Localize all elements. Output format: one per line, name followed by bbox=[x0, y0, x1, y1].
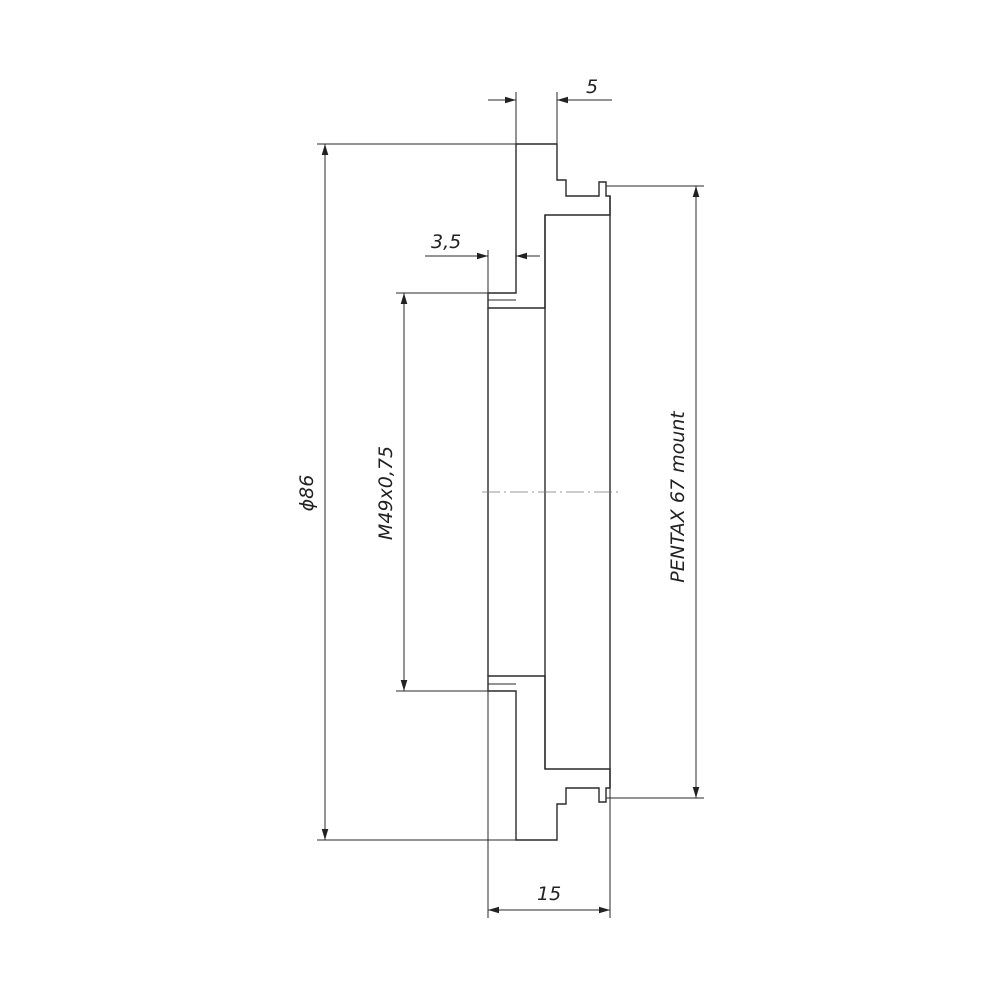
upper-section-hatch bbox=[487, 143, 611, 309]
dim-label-5: 5 bbox=[586, 76, 598, 98]
dim-label-thread: M49x0,75 bbox=[375, 446, 397, 540]
lower-section-hatch bbox=[487, 675, 611, 841]
dim-label-mount: PENTAX 67 mount bbox=[667, 410, 689, 583]
dim-label-15: 15 bbox=[537, 883, 561, 905]
dim-label-86: ϕ86 bbox=[296, 475, 318, 512]
dim-label-35: 3,5 bbox=[431, 231, 461, 253]
